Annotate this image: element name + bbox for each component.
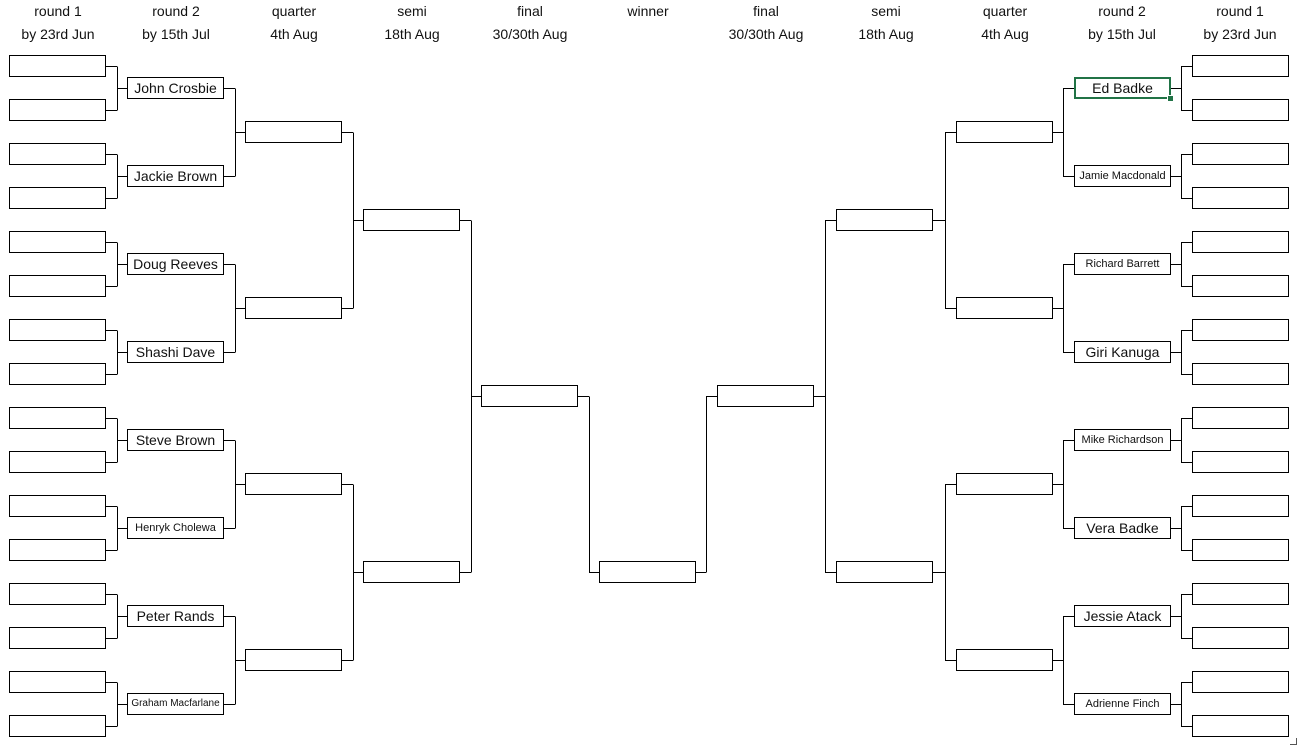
right-round1-slot[interactable] xyxy=(1192,319,1289,341)
left-round1-slot[interactable] xyxy=(9,715,106,737)
right-round1-slot[interactable] xyxy=(1192,495,1289,517)
left-round2-slot[interactable]: Jackie Brown xyxy=(127,165,224,187)
left-semi-slot[interactable] xyxy=(363,209,460,231)
right-round2-slot[interactable]: Giri Kanuga xyxy=(1074,341,1171,363)
right-round2-slot[interactable]: Vera Badke xyxy=(1074,517,1171,539)
right-round2-slot[interactable]: Jessie Atack xyxy=(1074,605,1171,627)
left-round2-slot[interactable]: Shashi Dave xyxy=(127,341,224,363)
left-round1-slot[interactable] xyxy=(9,627,106,649)
fill-handle[interactable] xyxy=(1167,95,1174,102)
right-round2-slot[interactable]: Richard Barrett xyxy=(1074,253,1171,275)
right-round2-slot[interactable]: Mike Richardson xyxy=(1074,429,1171,451)
right-round1-slot[interactable] xyxy=(1192,143,1289,165)
left-round2-slot[interactable]: Peter Rands xyxy=(127,605,224,627)
header-winner: winner xyxy=(627,3,669,19)
left-round2-slot[interactable]: Henryk Cholewa xyxy=(127,517,224,539)
left-round1-slot[interactable] xyxy=(9,275,106,297)
right-round1-slot[interactable] xyxy=(1192,275,1289,297)
right-round1-slot[interactable] xyxy=(1192,583,1289,605)
right-quarter-slot[interactable] xyxy=(956,121,1053,143)
right-round1-slot[interactable] xyxy=(1192,231,1289,253)
left-quarter-slot[interactable] xyxy=(245,297,342,319)
left-round1-slot[interactable] xyxy=(9,319,106,341)
right-semi-slot[interactable] xyxy=(836,561,933,583)
right-round2-slot[interactable]: Jamie Macdonald xyxy=(1074,165,1171,187)
right-round1-slot[interactable] xyxy=(1192,539,1289,561)
left-round2-slot[interactable]: John Crosbie xyxy=(127,77,224,99)
left-semi-slot[interactable] xyxy=(363,561,460,583)
left-round2-slot[interactable]: Graham Macfarlane xyxy=(127,693,224,715)
right-quarter-slot[interactable] xyxy=(956,473,1053,495)
left-round1-slot[interactable] xyxy=(9,407,106,429)
left-quarter-slot[interactable] xyxy=(245,649,342,671)
right-round1-slot[interactable] xyxy=(1192,99,1289,121)
left-round1-slot[interactable] xyxy=(9,187,106,209)
left-quarter-slot[interactable] xyxy=(245,473,342,495)
left-round1-slot[interactable] xyxy=(9,451,106,473)
left-round1-slot[interactable] xyxy=(9,143,106,165)
right-round1-slot[interactable] xyxy=(1192,715,1289,737)
left-round1-slot[interactable] xyxy=(9,671,106,693)
left-round2-slot[interactable]: Doug Reeves xyxy=(127,253,224,275)
right-semi-slot[interactable] xyxy=(836,209,933,231)
right-round2-slot-selected[interactable]: Ed Badke xyxy=(1074,77,1171,99)
right-round1-slot[interactable] xyxy=(1192,671,1289,693)
right-round1-slot[interactable] xyxy=(1192,187,1289,209)
left-round1-slot[interactable] xyxy=(9,99,106,121)
right-round1-slot[interactable] xyxy=(1192,451,1289,473)
left-final-slot[interactable] xyxy=(481,385,578,407)
right-round1-slot[interactable] xyxy=(1192,55,1289,77)
right-quarter-slot[interactable] xyxy=(956,297,1053,319)
left-round2-slot[interactable]: Steve Brown xyxy=(127,429,224,451)
right-final-slot[interactable] xyxy=(717,385,814,407)
right-round1-slot[interactable] xyxy=(1192,407,1289,429)
right-round1-slot[interactable] xyxy=(1192,363,1289,385)
left-round1-slot[interactable] xyxy=(9,583,106,605)
winner-slot[interactable] xyxy=(599,561,696,583)
right-quarter-slot[interactable] xyxy=(956,649,1053,671)
left-round1-slot[interactable] xyxy=(9,539,106,561)
right-round1-slot[interactable] xyxy=(1192,627,1289,649)
left-round1-slot[interactable] xyxy=(9,55,106,77)
right-round2-slot[interactable]: Adrienne Finch xyxy=(1074,693,1171,715)
left-round1-slot[interactable] xyxy=(9,363,106,385)
left-round1-slot[interactable] xyxy=(9,231,106,253)
left-round1-slot[interactable] xyxy=(9,495,106,517)
sheet-corner-mark xyxy=(1290,738,1297,745)
left-quarter-slot[interactable] xyxy=(245,121,342,143)
